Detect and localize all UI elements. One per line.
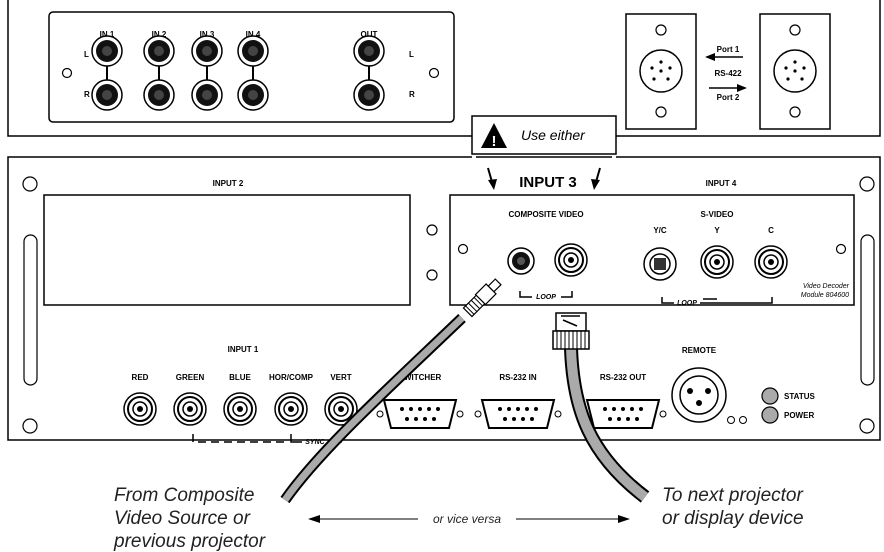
mount-hole — [428, 67, 440, 79]
switcher-db9-port — [376, 399, 464, 429]
status-led — [761, 387, 779, 405]
port-2-label: Port 2 — [717, 93, 740, 102]
remote-xlr-connector — [671, 367, 747, 424]
audio-in-3-label: IN 3 — [200, 30, 215, 39]
input1-label: INPUT 1 — [228, 345, 259, 354]
blue-label: BLUE — [229, 373, 251, 382]
hor-comp-label: HOR/COMP — [269, 373, 314, 382]
vert-label: VERT — [330, 373, 351, 382]
power-label: POWER — [784, 411, 814, 420]
audio-in-2-label: IN 2 — [152, 30, 167, 39]
mount-hole — [835, 243, 847, 255]
rs422-arrows — [705, 53, 747, 92]
composite-loop-label: LOOP — [536, 294, 556, 301]
destination-caption-line1: To next projector — [662, 485, 803, 506]
composite-rca-jack — [507, 247, 535, 275]
channel-left-label: L — [409, 50, 414, 59]
yc-label: Y/C — [653, 226, 667, 235]
destination-caption-line2: or display device — [662, 508, 804, 529]
rs232-out-label: RS-232 OUT — [600, 373, 646, 382]
input2-blank-plate — [43, 194, 411, 306]
svideo-label: S-VIDEO — [701, 210, 734, 219]
red-label: RED — [132, 373, 149, 382]
svideo-loop-label: LOOP — [677, 300, 697, 307]
power-led — [761, 406, 779, 424]
mount-hole — [61, 67, 73, 79]
green-label: GREEN — [176, 373, 205, 382]
rs422-label: RS-422 — [714, 69, 742, 78]
callout-arrows — [487, 167, 601, 190]
rs422-port-2 — [759, 13, 831, 130]
rs232-in-label: RS-232 IN — [499, 373, 537, 382]
input2-label: INPUT 2 — [213, 179, 244, 188]
source-caption-line1: From Composite — [114, 485, 254, 506]
use-either-callout: ! — [471, 115, 617, 182]
channel-right-label: R — [409, 90, 415, 99]
composite-video-label: COMPOSITE VIDEO — [508, 210, 583, 219]
input3-label: INPUT 3 — [519, 174, 577, 191]
loop-brackets — [519, 291, 773, 304]
vice-versa-arrow — [308, 515, 630, 523]
y-bnc-jack — [700, 245, 734, 279]
remote-label: REMOTE — [682, 346, 717, 355]
port-1-label: Port 1 — [717, 45, 740, 54]
input4-label: INPUT 4 — [706, 179, 737, 188]
use-either-text: Use either — [521, 127, 586, 143]
mount-hole — [457, 243, 469, 255]
source-caption-line3: previous projector — [113, 531, 266, 552]
sync-label: SYNC — [305, 439, 325, 446]
module-name-line1: Video Decoder — [803, 283, 850, 290]
switcher-label: SWITCHER — [399, 373, 442, 382]
status-label: STATUS — [784, 392, 815, 401]
c-label: C — [768, 226, 774, 235]
module-name-line2: Module 804600 — [801, 292, 849, 299]
channel-left-label: L — [84, 50, 89, 59]
vice-versa-label: or vice versa — [433, 512, 501, 526]
composite-rca-cable — [280, 278, 502, 504]
audio-out-label: OUT — [361, 30, 378, 39]
channel-right-label: R — [84, 90, 90, 99]
composite-bnc-jack — [554, 243, 588, 277]
svg-text:!: ! — [492, 133, 497, 150]
source-caption-line2: Video Source or — [114, 508, 251, 529]
yc-mini-din-jack — [643, 247, 677, 281]
bnc-loop-cable — [552, 312, 650, 503]
c-bnc-jack — [754, 245, 788, 279]
rs422-port-1 — [625, 13, 697, 130]
audio-jacks — [91, 35, 385, 111]
audio-in-1-label: IN 1 — [100, 30, 115, 39]
rs232-in-db9-port — [474, 399, 562, 429]
rack-mount-features — [22, 176, 875, 434]
y-label: Y — [714, 226, 720, 235]
audio-in-4-label: IN 4 — [246, 30, 261, 39]
